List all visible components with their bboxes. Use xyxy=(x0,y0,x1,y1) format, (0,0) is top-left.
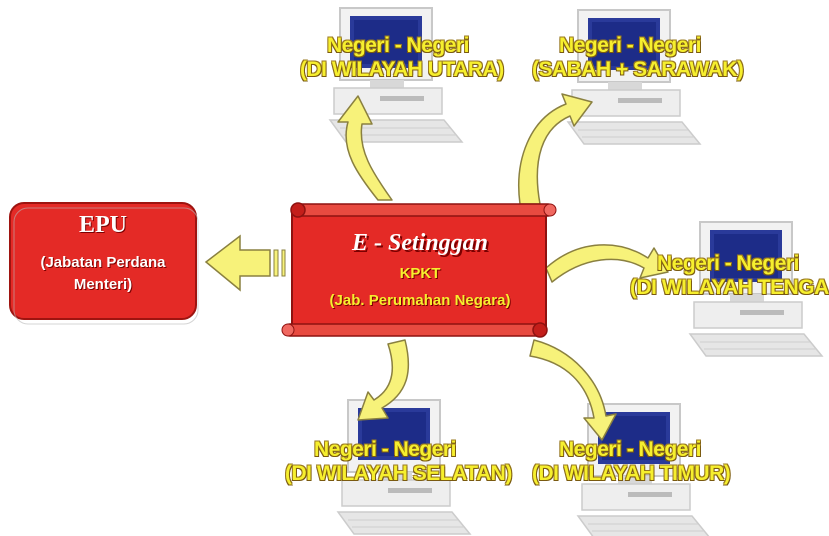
node-sabah-line1: Negeri - Negeri xyxy=(559,34,701,57)
node-tengah-line2: (DI WILAYAH TENGAH) xyxy=(630,276,829,299)
node-label-timur: Negeri - Negeri (DI WILAYAH TIMUR) xyxy=(532,438,731,486)
center-scroll xyxy=(281,202,557,338)
epu-subtitle-line1: (Jabatan Perdana xyxy=(40,254,166,271)
node-utara-line1: Negeri - Negeri xyxy=(327,34,469,57)
node-sabah-line2: (SABAH + SARAWAK) xyxy=(532,58,744,81)
node-utara-line2: (DI WILAYAH UTARA) xyxy=(300,58,504,81)
epu-subtitle: (Jabatan Perdana Menteri) xyxy=(10,252,196,296)
node-timur-line1: Negeri - Negeri xyxy=(559,438,701,461)
arrow-to-utara xyxy=(337,95,393,201)
node-label-selatan: Negeri - Negeri (DI WILAYAH SELATAN) xyxy=(285,438,512,486)
arrow-to-timur xyxy=(529,339,617,441)
center-line2: (Jab. Perumahan Negara) xyxy=(329,292,511,309)
node-selatan-line1: Negeri - Negeri xyxy=(314,438,456,461)
epu-box xyxy=(9,202,197,320)
node-label-utara: Negeri - Negeri (DI WILAYAH UTARA) xyxy=(300,34,504,82)
center-title: E - Setinggan xyxy=(351,230,489,256)
arrow-to-selatan xyxy=(357,339,410,421)
epu-subtitle-line2: Menteri) xyxy=(73,276,133,293)
node-tengah-line1: Negeri - Negeri xyxy=(657,252,799,275)
node-label-tengah: Negeri - Negeri (DI WILAYAH TENGAH) xyxy=(630,252,829,300)
node-timur-line2: (DI WILAYAH TIMUR) xyxy=(532,462,731,485)
node-selatan-line2: (DI WILAYAH SELATAN) xyxy=(285,462,512,485)
arrow-to-tengah xyxy=(545,244,669,283)
arrow-to-epu xyxy=(204,234,286,292)
arrow-to-sabah xyxy=(518,93,593,205)
center-line1: KPKT xyxy=(399,265,441,282)
epu-title: EPU xyxy=(79,212,127,238)
node-label-sabah: Negeri - Negeri (SABAH + SARAWAK) xyxy=(532,34,744,82)
